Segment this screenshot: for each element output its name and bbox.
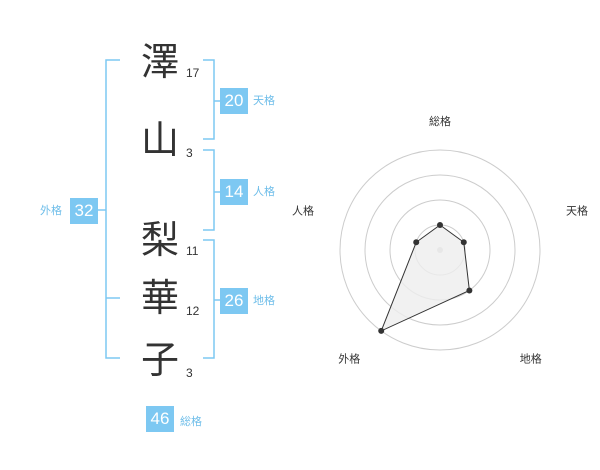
radar-axis-label: 人格 <box>292 203 314 217</box>
stroke-count-5: 3 <box>186 366 193 380</box>
ten-value-badge: 20 <box>220 88 248 114</box>
name-char-4: 華 <box>140 276 179 320</box>
chi-bracket <box>203 239 215 359</box>
radar-point-天格 <box>460 239 467 246</box>
ten-bracket <box>203 59 215 140</box>
chi-value-badge: 26 <box>220 288 248 314</box>
stroke-count-4: 12 <box>186 304 200 318</box>
radar-axis-label: 外格 <box>338 352 360 366</box>
radar-ring-4 <box>339 149 541 351</box>
radar-area <box>380 224 470 332</box>
gai-bracket <box>105 59 120 359</box>
jin-value-badge: 14 <box>220 179 248 205</box>
radar-point-人格 <box>413 239 420 246</box>
chi-label: 地格 <box>253 294 275 307</box>
sou-value-badge: 46 <box>146 406 174 432</box>
name-char-3: 梨 <box>140 218 179 262</box>
stroke-count-1: 17 <box>186 66 200 80</box>
name-char-5: 子 <box>140 338 179 382</box>
radar-point-外格 <box>378 327 385 334</box>
jin-bracket <box>203 149 215 231</box>
radar-axis-label: 天格 <box>566 203 588 217</box>
name-char-1: 澤 <box>140 40 179 84</box>
stroke-count-3: 11 <box>186 244 199 258</box>
radar-axis-label: 地格 <box>520 352 542 366</box>
ten-label: 天格 <box>253 94 275 107</box>
radar-point-地格 <box>466 287 473 294</box>
sou-label: 総格 <box>180 415 202 428</box>
gai-label: 外格 <box>40 204 62 217</box>
stroke-count-2: 3 <box>186 146 193 160</box>
radar-point-総格 <box>437 222 443 228</box>
jin-label: 人格 <box>253 185 275 198</box>
radar-axis-label: 総格 <box>429 114 451 128</box>
gai-value-badge: 32 <box>70 198 98 224</box>
radar-ring-3 <box>364 174 516 326</box>
name-char-2: 山 <box>140 118 179 162</box>
